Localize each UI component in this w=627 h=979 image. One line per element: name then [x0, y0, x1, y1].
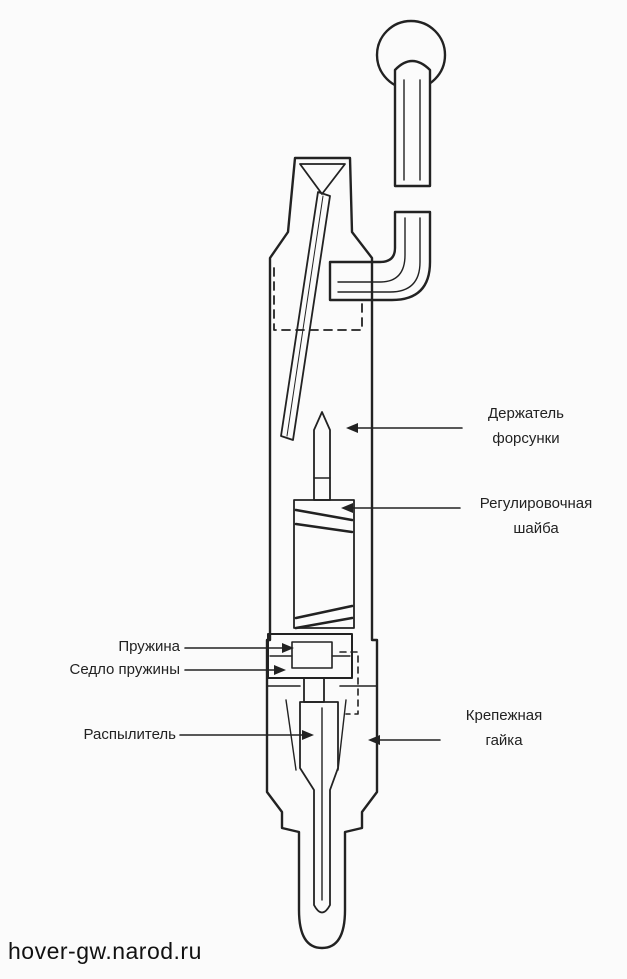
label-injector-holder: Держатель форсунки [466, 404, 586, 448]
spring-coil-bottom [294, 604, 354, 630]
arrow-spring-seat [274, 665, 286, 675]
label-adjusting-washer: Регулировочная шайба [464, 494, 608, 538]
pipe-upper [393, 59, 432, 188]
label-adjusting-washer-line2: шайба [513, 520, 559, 537]
pipe-elbow-inner [337, 217, 421, 293]
label-adjusting-washer-line1: Регулировочная [479, 495, 593, 512]
arrow-holder [346, 423, 358, 433]
label-mounting-nut-line1: Крепежная [465, 707, 543, 724]
dashed-bore [273, 267, 363, 331]
pipe-elbow-inner [337, 217, 406, 283]
label-mounting-nut: Крепежная гайка [444, 706, 564, 750]
sprayer-stem-top [303, 677, 325, 703]
nut-chamber [339, 651, 359, 715]
label-spring: Пружина [118, 638, 180, 655]
inlet-fitting [328, 19, 447, 302]
fuel-channel-inner [286, 195, 324, 437]
label-spring-seat: Седло пружины [69, 661, 180, 678]
leader-lines [179, 423, 463, 745]
sprayer-nozzle [299, 701, 339, 914]
arrow-sprayer [302, 730, 314, 740]
label-sprayer: Распылитель [83, 726, 177, 743]
washer-coil [294, 508, 354, 534]
pressure-pin [313, 411, 331, 501]
arrow-nut [368, 735, 380, 745]
holder-body [265, 156, 379, 950]
label-injector-holder-line1: Держатель [487, 405, 564, 422]
inlet-cone [299, 163, 346, 195]
pipe-elbow [328, 210, 432, 302]
spring-seat-inner [291, 641, 333, 669]
label-mounting-nut-line2: гайка [485, 732, 523, 749]
arrow-spring [282, 643, 294, 653]
watermark: hover-gw.narod.ru [8, 938, 202, 964]
label-injector-holder-line2: форсунки [492, 430, 560, 447]
spring-housing [293, 499, 355, 629]
fuel-channel [280, 191, 331, 441]
arrow-washer [341, 503, 353, 513]
